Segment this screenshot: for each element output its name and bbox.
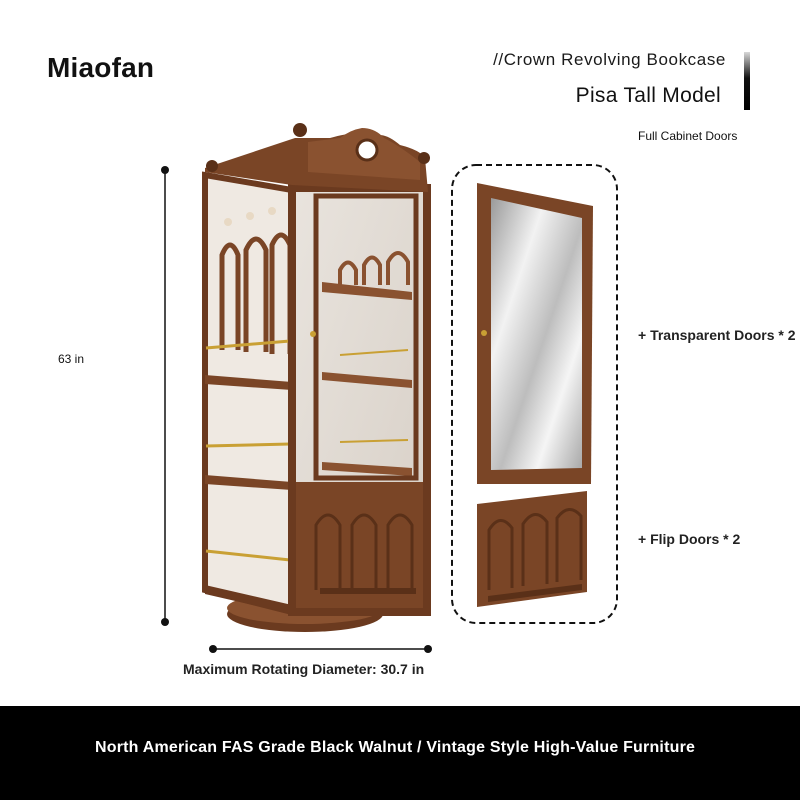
series-title: //Crown Revolving Bookcase [493, 50, 726, 69]
brand-logo: Miaofan [47, 52, 155, 83]
footer-banner: North American FAS Grade Black Walnut / … [0, 706, 800, 800]
title-accent-bar [744, 52, 750, 110]
flip-doors-callout: + Flip Doors * 2 [638, 531, 741, 547]
doors-frame [451, 164, 618, 624]
footer-tagline: North American FAS Grade Black Walnut / … [95, 739, 696, 756]
height-label: 63 in [58, 352, 85, 366]
model-title: Pisa Tall Model [575, 84, 721, 107]
transparent-doors-callout: + Transparent Doors * 2 [638, 327, 796, 343]
doors-caption: Full Cabinet Doors [638, 129, 738, 143]
diameter-label: Maximum Rotating Diameter: 30.7 in [183, 661, 425, 677]
